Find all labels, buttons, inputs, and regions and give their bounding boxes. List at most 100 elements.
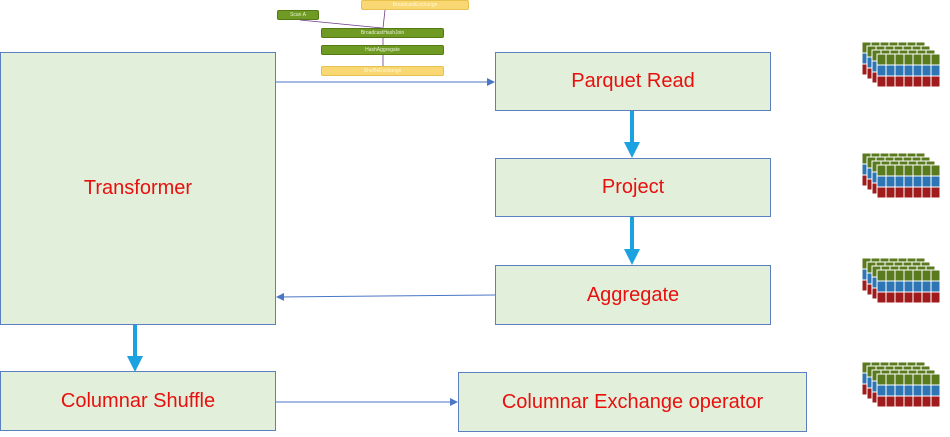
batch-cell: [903, 269, 914, 282]
batch-cell: [903, 175, 914, 188]
plan-node-hash-aggregate-label: HashAggregate: [365, 47, 400, 53]
plan-node-scan: Scan A: [277, 10, 319, 20]
batch-cell: [903, 384, 914, 397]
batch-cell: [930, 75, 941, 88]
batch-cell: [885, 384, 896, 397]
batch-cell: [876, 164, 887, 177]
batch-cell: [885, 64, 896, 77]
batch-cell: [921, 186, 932, 199]
batch-cell: [921, 384, 932, 397]
batch-cell: [912, 175, 923, 188]
batch-cell: [921, 395, 932, 408]
batch-cell: [912, 384, 923, 397]
columnar-batch-icon: [862, 258, 941, 304]
batch-cell: [921, 164, 932, 177]
batch-cell: [921, 175, 932, 188]
batch-cell: [912, 373, 923, 386]
batch-cell: [894, 373, 905, 386]
batch-cell: [930, 186, 941, 199]
batch-cell: [903, 395, 914, 408]
batch-cell: [894, 280, 905, 293]
batch-cell: [912, 53, 923, 66]
plan-node-broadcast-exchange: BroadcastExchange: [361, 0, 469, 10]
batch-cell: [903, 291, 914, 304]
batch-cell: [903, 186, 914, 199]
batch-cell: [894, 64, 905, 77]
batch-cell: [903, 64, 914, 77]
batch-cell: [885, 175, 896, 188]
batch-cell: [876, 291, 887, 304]
transformer-box: Transformer: [0, 52, 276, 325]
batch-cell: [885, 373, 896, 386]
batch-cell: [921, 269, 932, 282]
columnar-batch-icon: [862, 153, 941, 199]
batch-cell: [894, 395, 905, 408]
aggregate-label: Aggregate: [586, 283, 680, 306]
batch-cell: [885, 291, 896, 304]
batch-cell: [885, 395, 896, 408]
batch-cell: [930, 384, 941, 397]
plan-node-shuffle-exchange: ShuffleExchange: [321, 66, 444, 76]
batch-cell: [921, 75, 932, 88]
batch-cell: [912, 164, 923, 177]
columnar-shuffle-label: Columnar Shuffle: [60, 389, 216, 412]
batch-cell: [894, 53, 905, 66]
plan-node-scan-label: Scan A: [290, 12, 306, 18]
batch-cell: [921, 280, 932, 293]
parquet-read-label: Parquet Read: [571, 70, 695, 92]
batch-cell: [930, 53, 941, 66]
batch-cell: [876, 269, 887, 282]
batch-cell: [903, 280, 914, 293]
batch-cell: [921, 291, 932, 304]
batch-cell: [930, 269, 941, 282]
batch-cell: [885, 186, 896, 199]
batch-cell: [876, 186, 887, 199]
columnar-batch-icon: [862, 42, 941, 88]
batch-cell: [876, 64, 887, 77]
batch-cell: [894, 164, 905, 177]
batch-cell: [930, 291, 941, 304]
columnar-exchange-label: Columnar Exchange operator: [501, 390, 764, 413]
batch-cell: [930, 175, 941, 188]
batch-cell: [894, 291, 905, 304]
batch-cell: [894, 175, 905, 188]
batch-cell: [921, 64, 932, 77]
batch-cell: [894, 75, 905, 88]
batch-cell: [876, 395, 887, 408]
batch-cell: [903, 53, 914, 66]
batch-cell: [885, 75, 896, 88]
plan-edge-scan-join: [299, 19, 383, 29]
batch-cell: [912, 186, 923, 199]
plan-node-broadcast-hash-join: BroadcastHashJoin: [321, 28, 444, 38]
batch-cell: [876, 384, 887, 397]
aggregate-box: Aggregate: [495, 265, 771, 325]
batch-cell: [885, 280, 896, 293]
columnar-batch-icon: [862, 362, 941, 408]
batch-cell: [876, 280, 887, 293]
batch-cell: [912, 269, 923, 282]
batch-cell: [876, 373, 887, 386]
batch-cell: [894, 269, 905, 282]
project-box: Project: [495, 158, 771, 217]
project-label: Project: [601, 176, 665, 198]
batch-cell: [930, 64, 941, 77]
parquet-read-box: Parquet Read: [495, 52, 771, 111]
batch-cell: [903, 373, 914, 386]
batch-cell: [912, 280, 923, 293]
columnar-exchange-box: Columnar Exchange operator: [458, 372, 807, 432]
plan-node-shuffle-exchange-label: ShuffleExchange: [363, 68, 402, 74]
batch-cell: [912, 64, 923, 77]
batch-cell: [921, 53, 932, 66]
batch-cell: [930, 164, 941, 177]
batch-cell: [876, 75, 887, 88]
batch-cell: [885, 53, 896, 66]
batch-cell: [912, 75, 923, 88]
batch-cell: [885, 164, 896, 177]
batch-cell: [876, 53, 887, 66]
batch-cell: [894, 384, 905, 397]
batch-cell: [930, 280, 941, 293]
batch-cell: [912, 395, 923, 408]
batch-cell: [921, 373, 932, 386]
columnar-shuffle-box: Columnar Shuffle: [0, 371, 276, 431]
